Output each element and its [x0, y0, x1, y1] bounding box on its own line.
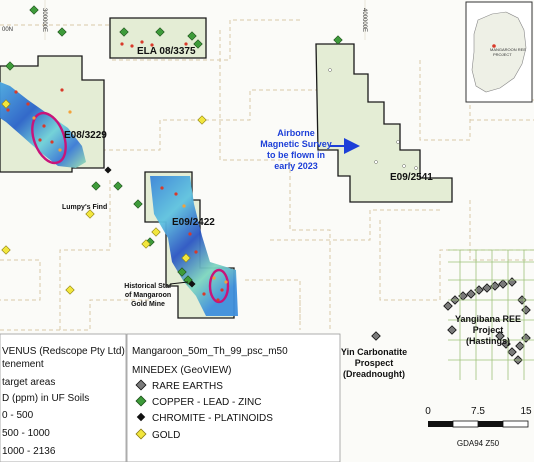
svg-text:tenement: tenement: [2, 359, 44, 370]
tenement-ela-08-3375[interactable]: [109, 17, 207, 59]
inset-map[interactable]: MANGAROON REE PROJECT: [465, 1, 533, 103]
svg-text:15: 15: [520, 406, 532, 417]
svg-text:Gold Mine: Gold Mine: [131, 301, 165, 308]
svg-text:Yangibana REE: Yangibana REE: [455, 314, 521, 324]
svg-text:Prospect: Prospect: [355, 358, 394, 368]
svg-text:COPPER - LEAD - ZINC: COPPER - LEAD - ZINC: [152, 397, 261, 408]
minedex-chromite-points: [104, 166, 196, 288]
label-e09-2422: E09/2422: [172, 217, 215, 228]
svg-text:(Dreadnought): (Dreadnought): [343, 369, 405, 379]
inset-sublabel: PROJECT: [493, 52, 512, 57]
yangibana-note: Yangibana REE Project (Hastings): [455, 314, 521, 346]
label-ela-08-3375: ELA 08/3375: [137, 46, 196, 57]
svg-text:Project: Project: [473, 325, 504, 335]
minedex-copper-points: [5, 5, 343, 285]
svg-text:MINEDEX (GeoVIEW): MINEDEX (GeoVIEW): [132, 365, 231, 376]
svg-text:0 - 500: 0 - 500: [2, 410, 34, 421]
svg-text:GDA94 Z50: GDA94 Z50: [457, 439, 500, 448]
svg-text:GOLD: GOLD: [152, 430, 180, 441]
legend-left: VENUS (Redscope Pty Ltd) tenement target…: [0, 333, 127, 462]
svg-text:RARE EARTHS: RARE EARTHS: [152, 381, 223, 392]
svg-text:0: 0: [425, 406, 431, 417]
svg-text:to be flown in: to be flown in: [267, 150, 325, 160]
svg-text:500 - 1000: 500 - 1000: [2, 428, 50, 439]
yin-note: Yin Carbonatite Prospect (Dreadnought): [341, 347, 407, 379]
svg-text:early 2023: early 2023: [274, 161, 318, 171]
svg-text:D (ppm) in UF Soils: D (ppm) in UF Soils: [2, 393, 89, 404]
yangibana-tenements: [448, 249, 534, 380]
grid-label-400000e: 400000E: [361, 8, 367, 32]
utm-grid: [44, 0, 366, 40]
target-area-e08[interactable]: [26, 108, 72, 167]
legend-right: Mangaroon_50m_Th_99_psc_m50 MINEDEX (Geo…: [126, 333, 341, 462]
magnetics-raster-e09-2422: [150, 176, 238, 316]
svg-text:target areas: target areas: [2, 377, 55, 388]
label-e09-2541: E09/2541: [390, 172, 433, 183]
svg-text:of Mangaroon: of Mangaroon: [125, 292, 171, 299]
svg-text:7.5: 7.5: [471, 406, 485, 417]
target-area-e09[interactable]: [208, 268, 230, 304]
airborne-note: Airborne Magnetic Survey to be flown in …: [260, 128, 332, 171]
label-lumpys-find: Lumpy's Find: [62, 204, 107, 211]
grid-label-n: 00N: [2, 27, 13, 33]
svg-text:(Hastings): (Hastings): [466, 336, 510, 346]
label-e08-3229: E08/3229: [64, 130, 107, 141]
minedex-gold-points: [1, 99, 207, 295]
svg-text:Mangaroon_50m_Th_99_psc_m50: Mangaroon_50m_Th_99_psc_m50: [132, 346, 288, 357]
svg-text:1000 - 2136: 1000 - 2136: [2, 446, 56, 457]
svg-text:Yin Carbonatite: Yin Carbonatite: [341, 347, 407, 357]
svg-text:CHROMITE - PLATINOIDS: CHROMITE - PLATINOIDS: [152, 413, 273, 424]
historical-star-pointer: [169, 281, 189, 285]
svg-text:Magnetic Survey: Magnetic Survey: [260, 139, 332, 149]
inset-location-marker: [492, 44, 496, 48]
scale-bar: 0 7.5 15 GDA94 Z50: [425, 406, 532, 448]
svg-text:Historical Star: Historical Star: [124, 283, 172, 290]
tenement-e09-2541[interactable]: [315, 43, 453, 203]
soil-samples: [6, 40, 418, 302]
historical-star-note: Historical Star of Mangaroon Gold Mine: [124, 283, 172, 308]
svg-text:VENUS (Redscope Pty Ltd): VENUS (Redscope Pty Ltd): [2, 346, 125, 357]
inset-label: MANGAROON REE: [490, 47, 526, 52]
grid-label-300000e: 300000E: [41, 8, 47, 32]
svg-text:Airborne: Airborne: [277, 128, 315, 138]
